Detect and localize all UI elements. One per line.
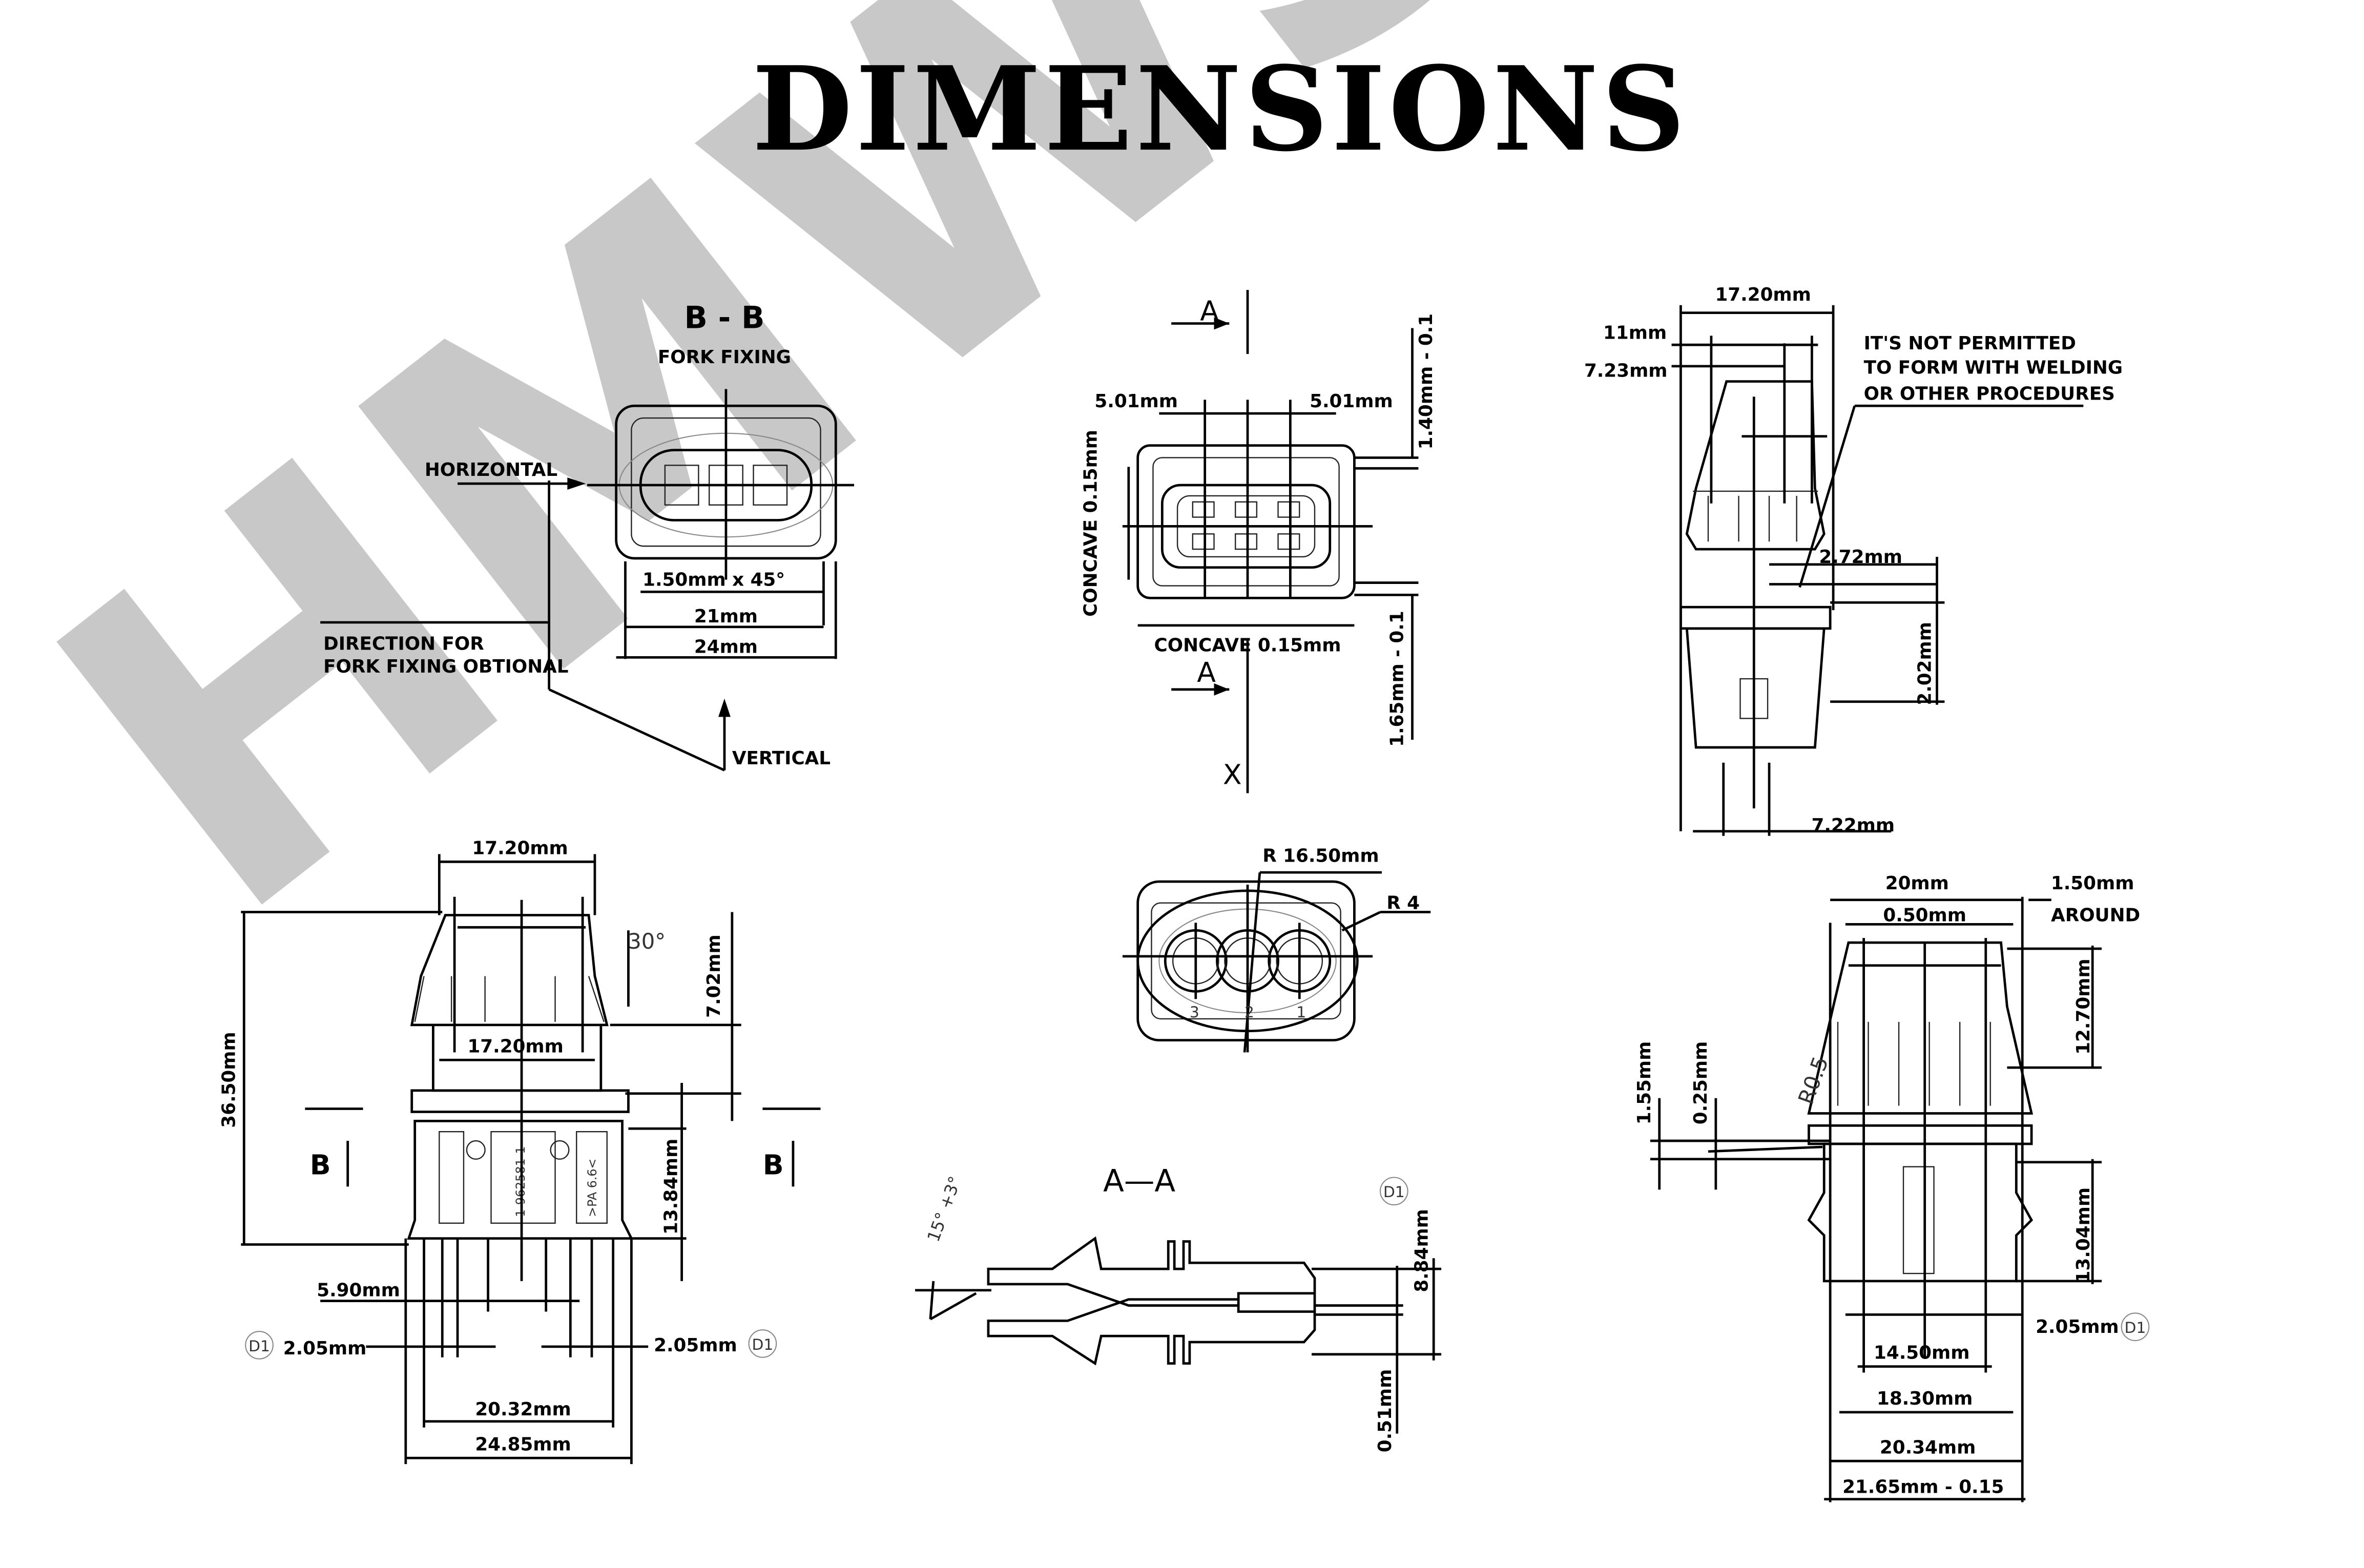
dimension-11mm: 11mm [1603, 322, 1667, 343]
dimension-0-51mm: 0.51mm [1375, 1369, 1396, 1453]
direction-note-line1: DIRECTION FOR [323, 634, 484, 655]
dimension-21mm: 21mm [694, 606, 758, 627]
pin-number-2: 2 [1245, 1003, 1254, 1021]
vertical-label: VERTICAL [732, 748, 831, 769]
dimension-24mm: 24mm [694, 636, 758, 657]
dimension-2-05mm-left: 2.05mm [283, 1338, 367, 1359]
pin-number-3: 3 [1190, 1003, 1199, 1021]
concave-side-dimension: CONCAVE 0.15mm [1080, 430, 1101, 617]
dimension-13-04mm: 13.04mm [2073, 1187, 2094, 1283]
width-mid-dimension: 17.20mm [467, 1036, 563, 1057]
front-view: A 5.01mm 5.01mm 1.40mm - 0.1 CONCAVE 0.1… [1080, 290, 1437, 793]
section-aa-view: A—A 15° +3° D1 8.84mm 0.51mm [915, 1163, 1442, 1453]
welding-note-line3: OR OTHER PROCEDURES [1864, 383, 2115, 404]
height-36-50-dimension: 36.50mm [218, 1032, 239, 1127]
section-bb-label: B - B [685, 300, 765, 336]
datum-d1-right: D1 [752, 1336, 773, 1354]
dimension-7-22mm: 7.22mm [1811, 815, 1895, 836]
dimension-0-25mm: 0.25mm [1690, 1041, 1711, 1125]
dimension-20-32mm: 20.32mm [475, 1399, 571, 1420]
dimension-1-50mm: 1.50mm [2051, 873, 2134, 894]
datum-d1: D1 [2125, 1319, 2146, 1337]
section-b-left-label: B [310, 1149, 331, 1181]
left-side-view: 1-962581-1 >PA 6.6< 17.20mm 30° 7.02mm 1… [218, 838, 821, 1465]
dimension-20mm: 20mm [1885, 873, 1949, 894]
dimension-5-90mm: 5.90mm [317, 1280, 400, 1301]
page-title: DIMENSIONS [752, 41, 1689, 177]
section-a-top-label: A [1200, 295, 1219, 327]
dimension-13-84mm: 13.84mm [661, 1139, 682, 1235]
welding-note-line1: IT'S NOT PERMITTED [1864, 333, 2076, 354]
dimension-2-05mm-right: 2.05mm [654, 1335, 737, 1356]
dimension-1-55mm: 1.55mm [1634, 1041, 1655, 1125]
radius-4-dimension: R 4 [1386, 893, 1420, 914]
tolerance-bottom-dimension: 1.65mm - 0.1 [1387, 611, 1408, 747]
dimension-20-34mm: 20.34mm [1880, 1437, 1976, 1458]
section-aa-label: A—A [1103, 1163, 1175, 1199]
around-label: AROUND [2051, 905, 2140, 926]
dimension-14-50mm: 14.50mm [1874, 1343, 1969, 1364]
pitch-left-dimension: 5.01mm [1094, 391, 1178, 412]
view-x-label: X [1223, 759, 1242, 791]
right-side-view: 20mm 1.50mm 0.50mm AROUND 12.70mm 1.55mm… [1634, 873, 2150, 1502]
dimension-7-02mm: 7.02mm [703, 934, 724, 1018]
pitch-right-dimension: 5.01mm [1310, 391, 1393, 412]
angle-30-dimension: 30° [628, 929, 666, 954]
dimension-21-65mm: 21.65mm - 0.15 [1842, 1477, 2004, 1498]
radius-16-50-dimension: R 16.50mm [1262, 845, 1379, 866]
dimension-2-72mm: 2.72mm [1819, 547, 1902, 568]
datum-d1-left: D1 [248, 1337, 270, 1355]
side-view-top-right: 17.20mm 11mm 7.23mm IT'S NOT PERMITTED T… [1584, 284, 2123, 836]
width-17-20-dimension: 17.20mm [1715, 284, 1811, 305]
radius-0-5-dimension: R0.5 [1793, 1053, 1834, 1107]
datum-d1: D1 [1383, 1183, 1405, 1201]
dimension-24-85mm: 24.85mm [475, 1434, 571, 1455]
dimension-7-23mm: 7.23mm [1584, 361, 1668, 382]
face-view: 3 2 1 R 16.50mm R 4 [1122, 845, 1431, 1053]
chamfer-dimension: 1.50mm x 45° [642, 570, 785, 591]
fork-fixing-label: FORK FIXING [658, 347, 791, 368]
section-bb-view: B - B FORK FIXING HORIZONTAL 1.50mm x 45… [320, 300, 854, 771]
dimension-2-05mm: 2.05mm [2036, 1316, 2119, 1337]
section-b-right-label: B [763, 1149, 784, 1181]
dimension-12-70mm: 12.70mm [2073, 958, 2094, 1054]
dimension-0-50mm: 0.50mm [1883, 905, 1966, 926]
dimension-18-30mm: 18.30mm [1877, 1388, 1973, 1409]
angle-15-dimension: 15° +3° [924, 1174, 965, 1244]
pin-number-1: 1 [1296, 1003, 1306, 1021]
horizontal-label: HORIZONTAL [425, 459, 557, 480]
concave-bottom-dimension: CONCAVE 0.15mm [1154, 635, 1341, 656]
section-a-bottom-label: A [1197, 656, 1216, 688]
material-marking: >PA 6.6< [585, 1158, 599, 1217]
welding-note-line2: TO FORM WITH WELDING [1864, 358, 2123, 379]
dimension-8-84mm: 8.84mm [1411, 1209, 1432, 1292]
dimension-2-02mm: 2.02mm [1915, 622, 1936, 705]
tolerance-top-dimension: 1.40mm - 0.1 [1416, 313, 1437, 450]
direction-note-line2: FORK FIXING OBTIONAL [323, 656, 568, 677]
width-top-dimension: 17.20mm [472, 838, 568, 859]
